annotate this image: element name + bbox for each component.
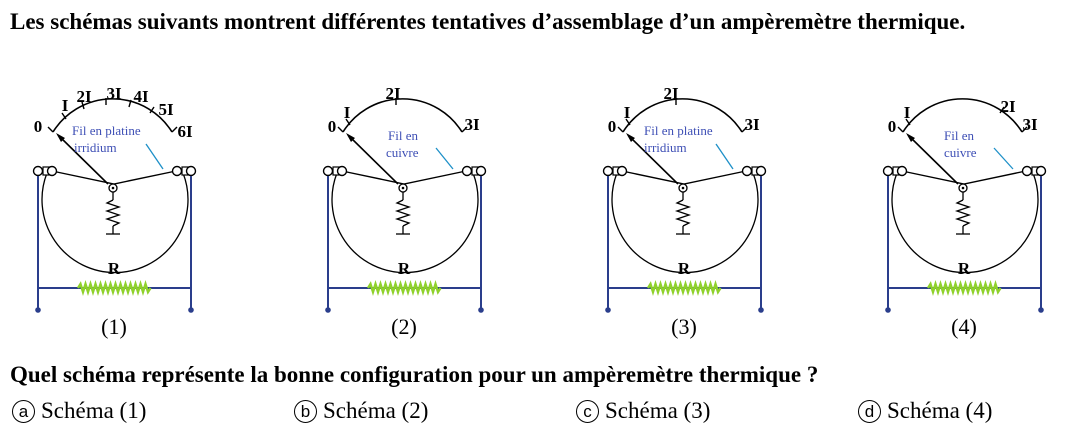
wire-label-line-1: Fil en — [944, 128, 974, 143]
wire-label-line-1: Fil en platine — [644, 123, 713, 138]
scale-label-3: 3I — [744, 115, 760, 134]
option-label: Schéma (3) — [605, 398, 711, 423]
resistor-label: R — [958, 259, 971, 278]
scale-label-6: 6I — [177, 122, 193, 141]
option-label: Schéma (4) — [887, 398, 993, 423]
option-c[interactable]: c Schéma (3) — [576, 395, 710, 427]
option-letter-d: d — [858, 400, 881, 423]
figure-3: 0 I 2I 3I — [570, 78, 820, 348]
answer-options: a Schéma (1) b Schéma (2) c Schéma (3) d Sch… — [10, 395, 1060, 429]
scale-label-3: 3I — [464, 115, 480, 134]
terminal-right — [741, 165, 767, 177]
thermal-ammeter-diagram-3: 0 I 2I 3I — [602, 84, 767, 339]
figure-caption: (4) — [951, 314, 977, 339]
thermal-ammeter-diagram-4: 0 I 2I 3I — [882, 97, 1047, 339]
figure-caption: (2) — [391, 314, 417, 339]
wire-label-line-1: Fil en — [388, 128, 418, 143]
resistor-label: R — [678, 259, 691, 278]
scale-label-5: 5I — [158, 100, 174, 119]
figure-caption: (1) — [101, 314, 127, 339]
wire-label-line-2: irridium — [74, 140, 117, 155]
figure-4: 0 I 2I 3I — [850, 78, 1067, 348]
option-b[interactable]: b Schéma (2) — [294, 395, 428, 427]
scale-label-3: 3I — [106, 84, 122, 103]
terminal-right — [461, 165, 487, 177]
wire-label-line-1: Fil en platine — [72, 123, 141, 138]
figures-row: 0 I 2I 3I 4I 5I 6I — [0, 78, 1067, 348]
terminal-left — [602, 165, 628, 177]
terminal-right — [171, 165, 197, 177]
figure-caption: (3) — [671, 314, 697, 339]
resistor-label: R — [398, 259, 411, 278]
option-letter-b: b — [294, 400, 317, 423]
scale-label-1: I — [904, 103, 911, 122]
resistor-zigzag — [76, 279, 152, 297]
terminal-right — [1021, 165, 1047, 177]
terminal-left — [322, 165, 348, 177]
figure-2: 0 I 2I 3I — [290, 78, 540, 348]
thermal-ammeter-diagram-1: 0 I 2I 3I 4I 5I 6I — [32, 84, 197, 339]
scale-label-2: 2I — [663, 84, 679, 103]
scale-label-0: 0 — [328, 117, 337, 136]
scale-label-2: 2I — [385, 84, 401, 103]
thermal-ammeter-diagram-2: 0 I 2I 3I — [322, 84, 487, 339]
terminal-left — [32, 165, 58, 177]
resistor-zigzag — [646, 279, 722, 297]
scale-label-3: 3I — [1022, 115, 1038, 134]
prompt-text: Quel schéma représente la bonne configur… — [10, 362, 819, 387]
scale-label-0: 0 — [888, 117, 897, 136]
option-label: Schéma (1) — [41, 398, 147, 423]
option-d[interactable]: d Schéma (4) — [858, 395, 992, 427]
wire-label-line-2: cuivre — [944, 145, 977, 160]
scale-label-1: I — [344, 103, 351, 122]
wire-label-line-2: irridium — [644, 140, 687, 155]
terminal-left — [882, 165, 908, 177]
scale-label-1: I — [624, 103, 631, 122]
option-letter-c: c — [576, 400, 599, 423]
resistor-zigzag — [366, 279, 442, 297]
wire-label-line-2: cuivre — [386, 145, 419, 160]
scale-label-0: 0 — [34, 117, 43, 136]
scale-label-0: 0 — [608, 117, 617, 136]
scale-label-1: I — [62, 96, 69, 115]
scale-label-4: 4I — [133, 87, 149, 106]
question-text: Les schémas suivants montrent différente… — [10, 9, 966, 34]
scale-label-2: 2I — [1000, 97, 1016, 116]
option-a[interactable]: a Schéma (1) — [12, 395, 146, 427]
scale-label-2: 2I — [76, 87, 92, 106]
resistor-zigzag — [926, 279, 1002, 297]
figure-1: 0 I 2I 3I 4I 5I 6I — [0, 78, 250, 348]
resistor-label: R — [108, 259, 121, 278]
option-label: Schéma (2) — [323, 398, 429, 423]
option-letter-a: a — [12, 400, 35, 423]
